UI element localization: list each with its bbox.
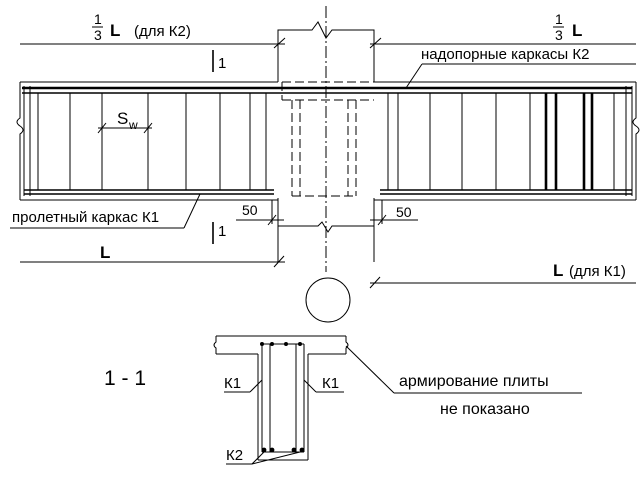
k1-label: К1 [322, 375, 339, 392]
section-mark: 1 [218, 55, 226, 72]
bottom-dimension-left: L [20, 243, 285, 268]
section-k1-right-callout: К1 [303, 375, 344, 393]
span-cage-k1-right [380, 86, 633, 196]
section-title: 1 - 1 [104, 367, 146, 390]
fraction-denominator: 3 [555, 27, 563, 43]
support-cages-callout: надопорные каркасы К2 [405, 46, 636, 89]
span-cage-label: пролетный каркас К1 [12, 209, 159, 226]
section-k1-left-callout: К1 [224, 375, 263, 393]
dimension-50-right: 50 [370, 200, 418, 226]
length-L: L [572, 21, 582, 40]
top-dimension-lines [20, 37, 636, 49]
bottom-dimension-right: L (для К1) [369, 261, 636, 289]
beam-outline [16, 81, 640, 201]
k2-label: К2 [226, 447, 243, 464]
length-L: L [100, 243, 110, 262]
section-mark: 1 [218, 223, 226, 240]
fraction-numerator: 1 [555, 11, 563, 27]
support-cage-k2 [22, 86, 632, 94]
right-top-label: 1 3 L [553, 11, 582, 43]
for-k2-label: (для К2) [134, 23, 191, 40]
fraction-denominator: 3 [94, 27, 102, 43]
length-L: L [110, 21, 120, 40]
support-cages-label: надопорные каркасы К2 [421, 46, 589, 63]
column-hidden-reinforcement [281, 81, 374, 197]
dimension-50-left: 50 [236, 200, 284, 226]
dimension-50-label: 50 [396, 204, 412, 220]
section-k2-callout: К2 [226, 447, 301, 465]
k1-label: К1 [224, 375, 241, 392]
slab-note-line2: не показано [440, 401, 530, 418]
slab-note-callout: армирование плиты не показано [345, 345, 582, 418]
t-beam-section [213, 335, 349, 461]
span-cage-callout: пролетный каркас К1 [10, 193, 201, 229]
sw-label: S [117, 109, 128, 128]
section-marker-circle [305, 277, 351, 323]
span-cage-k1-left [23, 86, 274, 196]
for-k1-label: (для К1) [569, 263, 626, 280]
length-L: L [553, 261, 563, 280]
slab-note-line1: армирование плиты [399, 373, 549, 390]
section-cut-top: 1 [212, 50, 226, 72]
sw-subscript: w [128, 118, 138, 132]
stirrup-spacing-dimension: S w [97, 109, 153, 134]
left-top-label: 1 3 L (для К2) [92, 11, 191, 43]
column [277, 6, 375, 272]
dimension-50-label: 50 [242, 202, 258, 218]
fraction-numerator: 1 [94, 11, 102, 27]
section-cut-bottom: 1 [212, 222, 226, 244]
